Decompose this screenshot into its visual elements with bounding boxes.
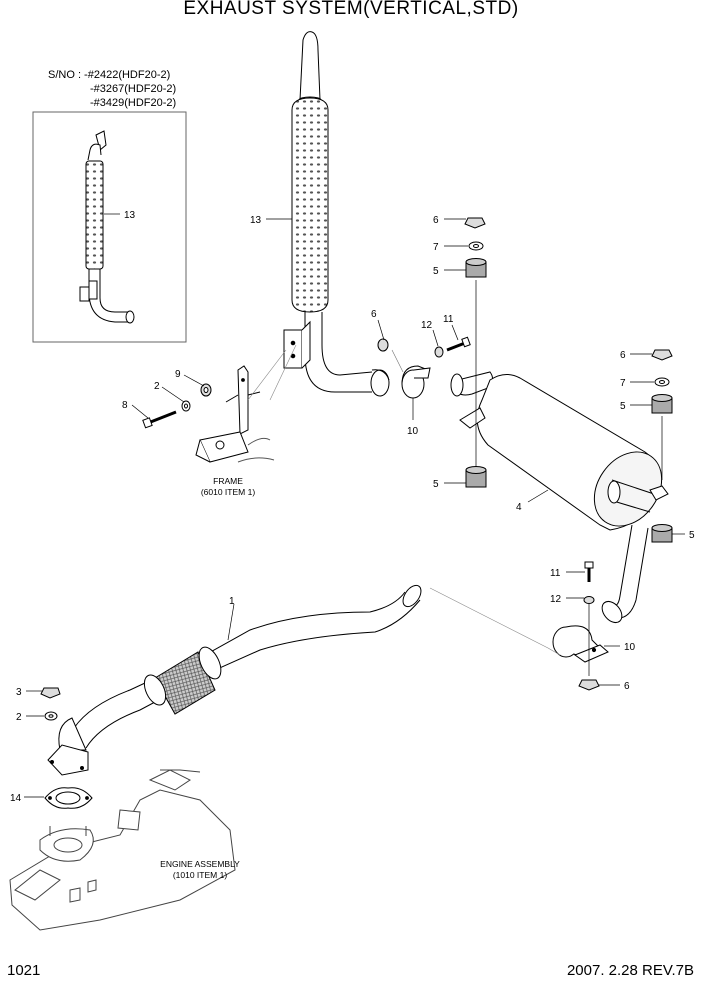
serial-note-line-2: -#3267(HDF20-2)	[90, 83, 177, 95]
callout-10-low: 10	[624, 642, 636, 653]
serial-note-line-3: -#3429(HDF20-2)	[90, 97, 177, 109]
frame-note: FRAME (6010 ITEM 1)	[183, 476, 273, 498]
page-number: 1021	[7, 962, 41, 979]
callout-labels: 13 13 6 7 5 6 12 11 9 2 8 10 6 7 5 5 4 5…	[10, 210, 695, 804]
mount-stack-top	[464, 217, 487, 488]
serial-note-line-1: S/NO : -#2422(HDF20-2)	[48, 69, 171, 81]
callout-7-top: 7	[433, 242, 439, 253]
inset-tail-pipe	[79, 130, 135, 324]
inset-box	[32, 111, 187, 343]
callout-5-right: 5	[620, 401, 626, 412]
callout-5-far-right: 5	[689, 530, 695, 541]
washer-12-low	[583, 596, 595, 604]
nut-6-low	[578, 679, 600, 691]
callout-5-lower: 5	[433, 479, 439, 490]
muffler-4	[450, 371, 669, 531]
engine-note-line-2: (1010 ITEM 1)	[172, 870, 228, 880]
callout-9: 9	[175, 369, 181, 380]
frame-note-line-2: (6010 ITEM 1)	[200, 487, 256, 497]
callout-7-right: 7	[620, 378, 626, 389]
front-pipe-1	[47, 584, 422, 776]
clamp-10-mid	[401, 365, 431, 399]
washer-12-mid	[434, 346, 444, 358]
callout-11-mid: 11	[443, 314, 454, 325]
bolt-8	[142, 410, 177, 429]
clamp-10-low	[552, 625, 609, 663]
callout-13-inset: 13	[124, 210, 136, 221]
callout-4: 4	[516, 502, 522, 513]
page-title: EXHAUST SYSTEM(VERTICAL,STD)	[183, 0, 519, 19]
engine-note: ENGINE ASSEMBLY (1010 ITEM 1)	[145, 859, 255, 881]
muffler-outlet-pipe	[601, 524, 649, 624]
callout-2-mid: 2	[154, 381, 160, 392]
frame-bracket	[195, 344, 297, 463]
nut-6-mid	[377, 338, 389, 352]
callout-1: 1	[229, 596, 235, 607]
callout-8: 8	[122, 400, 128, 411]
bolt-11-mid	[446, 336, 471, 352]
engine-assembly	[9, 769, 236, 931]
callout-11-low: 11	[550, 568, 561, 579]
callout-6-right: 6	[620, 350, 626, 361]
leader-lines	[24, 213, 685, 798]
washer-2-mid	[181, 400, 191, 412]
callout-12-mid: 12	[421, 320, 433, 331]
callout-2-low: 2	[16, 712, 22, 723]
mount-stack-right	[651, 349, 673, 543]
revision-label: 2007. 2.28 REV.7B	[566, 962, 694, 979]
callout-14: 14	[10, 793, 22, 804]
bolt-11-low	[584, 561, 594, 582]
nut-9	[200, 383, 212, 397]
nut-3	[40, 687, 61, 699]
callout-13-main: 13	[250, 215, 262, 226]
callout-12-low: 12	[550, 594, 562, 605]
callout-3: 3	[16, 687, 22, 698]
callout-6-mid: 6	[371, 309, 377, 320]
frame-note-line-1: FRAME	[213, 476, 243, 486]
callout-10-mid: 10	[407, 426, 419, 437]
gasket-14	[44, 787, 93, 809]
callout-5-top: 5	[433, 266, 439, 277]
tail-pipe-main	[283, 31, 390, 397]
callout-6-low: 6	[624, 681, 630, 692]
engine-note-line-1: ENGINE ASSEMBLY	[160, 859, 240, 869]
callout-6-top: 6	[433, 215, 439, 226]
washer-2-low	[44, 711, 58, 721]
